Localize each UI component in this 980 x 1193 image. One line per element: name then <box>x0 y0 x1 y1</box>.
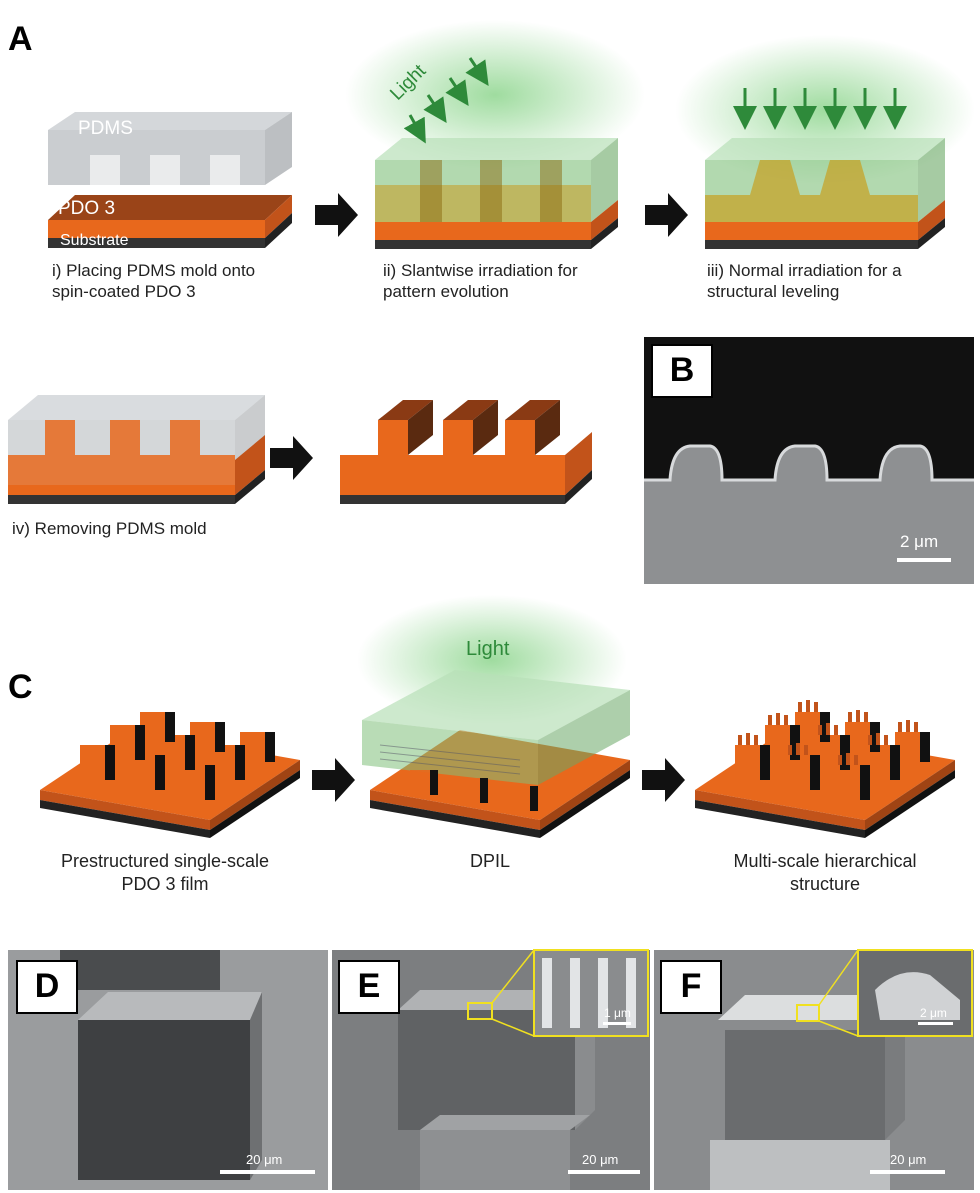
panel-b-scale-label: 2 μm <box>900 532 939 551</box>
panel-f-scale-label: 20 μm <box>890 1152 927 1167</box>
substrate-label: Substrate <box>60 232 129 249</box>
panel-f-inset-scale-label: 2 μm <box>920 1006 947 1020</box>
panel-e-sem-image <box>332 949 650 1190</box>
panel-f-letter: F <box>660 960 722 1014</box>
panel-c-hierarchical-illustration <box>695 700 955 838</box>
process-arrow <box>312 758 355 802</box>
panel-c-prestructured-illustration <box>40 712 300 838</box>
panel-c-caption-prestructured: Prestructured single-scale PDO 3 film <box>60 851 270 894</box>
panel-d-letter: D <box>16 960 78 1014</box>
panel-e-inset-scale-bar <box>603 1022 631 1025</box>
panel-d-scale-bar <box>220 1170 315 1174</box>
process-arrow <box>315 193 358 237</box>
process-arrow <box>642 758 685 802</box>
panel-c-caption-hierarchical: Multi-scale hierarchical structure <box>733 851 917 894</box>
step-iv-result-illustration <box>340 400 592 504</box>
step-ii-illustration <box>345 20 645 249</box>
panel-e-scale-label: 20 μm <box>582 1152 619 1167</box>
panel-e-inset-scale-label: 1 μm <box>604 1006 631 1020</box>
step-iv-caption: iv) Removing PDMS mold <box>12 519 207 538</box>
panel-c-dpil-illustration <box>357 595 630 838</box>
step-iii-caption: iii) Normal irradiation for a structural… <box>707 261 902 301</box>
process-arrow <box>645 193 688 237</box>
step-iv-mold-illustration <box>8 395 265 504</box>
step-i-caption: i) Placing PDMS mold onto spin-coated PD… <box>52 261 256 301</box>
pdo-label: PDO 3 <box>58 198 116 219</box>
panel-c-letter: C <box>8 668 33 706</box>
step-iii-illustration <box>675 35 975 249</box>
panel-f-inset-scale-bar <box>918 1022 953 1025</box>
process-arrow <box>270 436 313 480</box>
panel-d-scale-label: 20 μm <box>246 1152 283 1167</box>
panel-f-scale-bar <box>870 1170 945 1174</box>
panel-c-caption-dpil: DPIL <box>469 851 511 871</box>
panel-e-letter: E <box>338 960 400 1014</box>
panel-b-letter: B <box>651 344 713 398</box>
step-i-illustration <box>48 112 292 248</box>
panel-e-scale-bar <box>568 1170 640 1174</box>
panel-a-letter: A <box>8 20 33 58</box>
step-ii-caption: ii) Slantwise irradiation for pattern ev… <box>383 261 578 301</box>
panel-b-sem-image <box>644 337 974 584</box>
panel-c-light-label: Light <box>466 638 510 660</box>
pdms-label: PDMS <box>78 118 133 139</box>
panel-b-scale-bar <box>897 558 951 562</box>
